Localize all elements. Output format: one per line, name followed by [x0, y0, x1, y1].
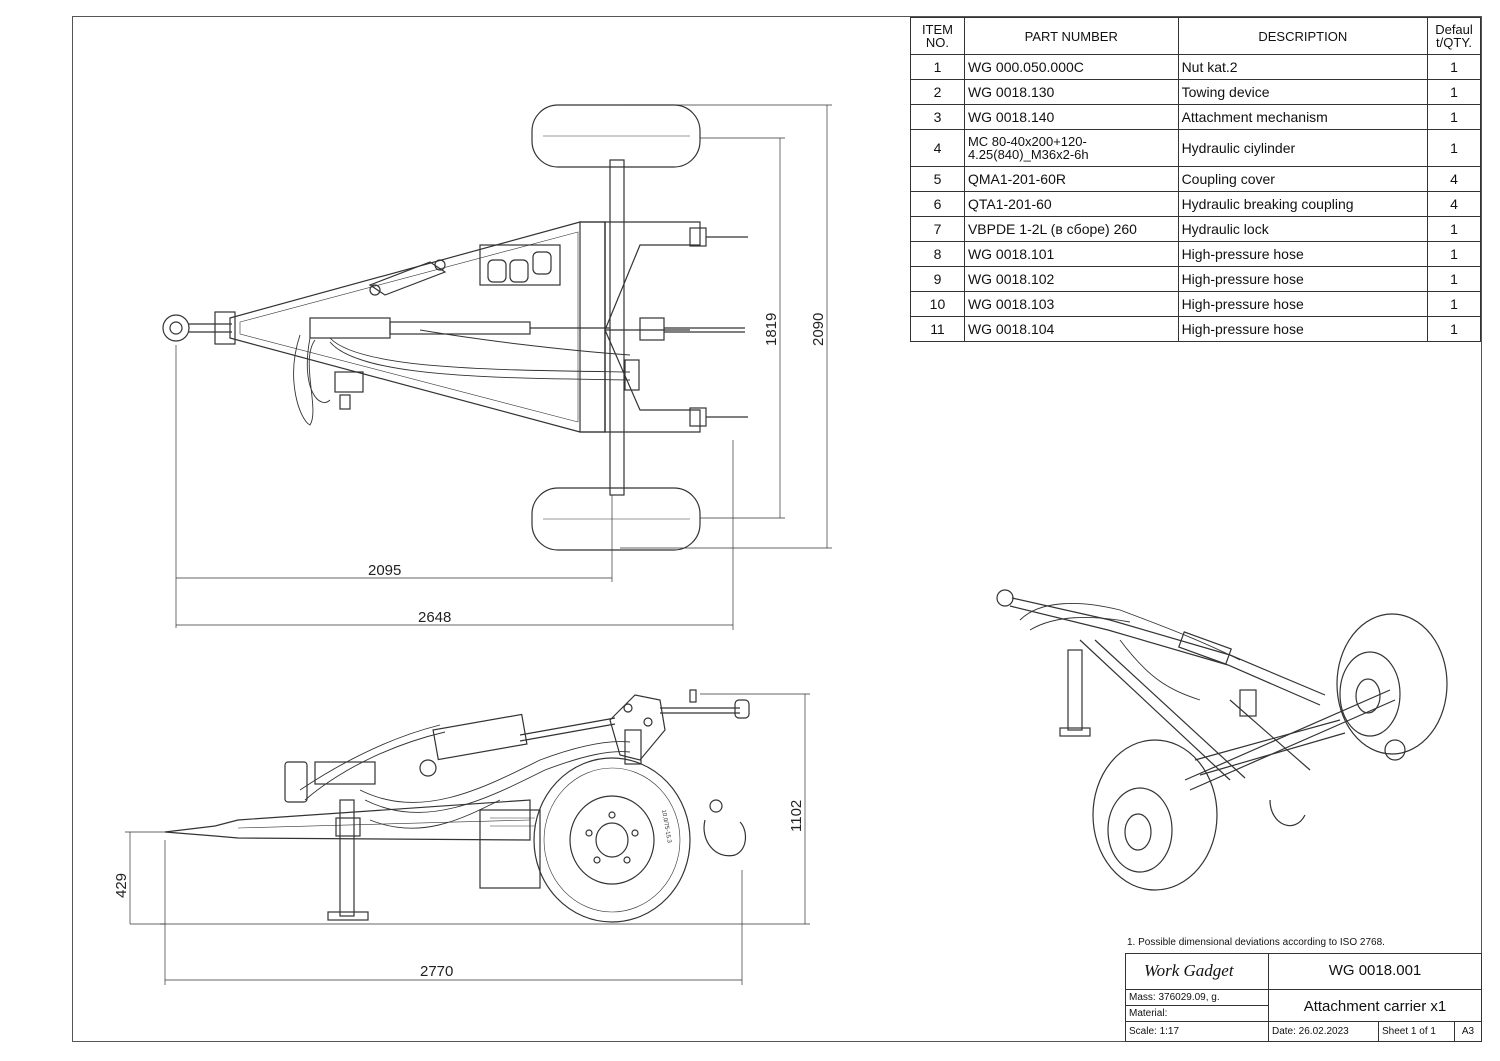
tyre-label: 10.0/75-15.3	[660, 809, 672, 844]
table-row: 8 WG 0018.101 High-pressure hose 1	[910, 241, 1481, 267]
drawing-title: Attachment carrier x1	[1303, 998, 1447, 1015]
header-description: DESCRIPTION	[1177, 17, 1429, 55]
company-cell: Work Gadget	[1126, 954, 1269, 990]
drawing-number-cell: WG 0018.001	[1269, 954, 1482, 990]
dim-2648: 2648	[418, 609, 451, 626]
drawing-number: WG 0018.001	[1328, 962, 1422, 979]
side-wheel	[533, 757, 691, 923]
top-axle	[609, 159, 625, 496]
scale-field: Scale: 1:17	[1126, 1022, 1269, 1042]
table-row: 5 QMA1-201-60R Coupling cover 4	[910, 166, 1481, 192]
side-view	[164, 689, 750, 923]
table-row: 10 WG 0018.103 High-pressure hose 1	[910, 291, 1481, 317]
dim-429: 429	[113, 873, 130, 898]
table-row: 4 MC 80-40x200+120-4.25(840)_M36x2-6h Hy…	[910, 129, 1481, 167]
title-cell: Attachment carrier x1	[1269, 990, 1482, 1022]
material-field: Material:	[1126, 1006, 1269, 1022]
top-view-dimensions	[175, 104, 832, 630]
mass-field: Mass: 376029.09, g.	[1126, 990, 1269, 1006]
dim-2095: 2095	[368, 562, 401, 579]
table-row: 6 QTA1-201-60 Hydraulic breaking couplin…	[910, 191, 1481, 217]
date-field: Date: 26.02.2023	[1269, 1022, 1379, 1042]
table-row: 3 WG 0018.140 Attachment mechanism 1	[910, 104, 1481, 130]
table-row: 9 WG 0018.102 High-pressure hose 1	[910, 266, 1481, 292]
top-wheel-upper	[531, 104, 701, 168]
isometric-view	[996, 589, 1448, 891]
header-part-number: PART NUMBER	[963, 17, 1179, 55]
iso-wheel-left	[1092, 739, 1218, 891]
paper-size-field: A3	[1455, 1022, 1482, 1042]
table-row: 1 WG 000.050.000C Nut kat.2 1	[910, 54, 1481, 80]
dim-1819: 1819	[763, 313, 780, 346]
table-row: 2 WG 0018.130 Towing device 1	[910, 79, 1481, 105]
title-block: Work Gadget WG 0018.001 Mass: 376029.09,…	[1125, 953, 1482, 1042]
dim-2090: 2090	[810, 313, 827, 346]
part-number-multiline: MC 80-40x200+120-4.25(840)_M36x2-6h	[963, 129, 1179, 167]
dim-2770: 2770	[420, 963, 453, 980]
dim-1102: 1102	[788, 800, 805, 832]
table-row: 7 VBPDE 1-2L (в сборе) 260 Hydraulic loc…	[910, 216, 1481, 242]
top-view	[162, 104, 748, 551]
sheet-field: Sheet 1 of 1	[1379, 1022, 1455, 1042]
tolerance-note: 1. Possible dimensional deviations accor…	[1127, 937, 1385, 948]
table-row: 11 WG 0018.104 High-pressure hose 1	[910, 316, 1481, 342]
top-wheel-lower	[531, 487, 701, 551]
iso-wheel-right	[1336, 613, 1448, 755]
company-name: Work Gadget	[1144, 961, 1234, 980]
sheet-border	[72, 16, 1482, 1042]
side-view-dimensions	[125, 693, 810, 985]
